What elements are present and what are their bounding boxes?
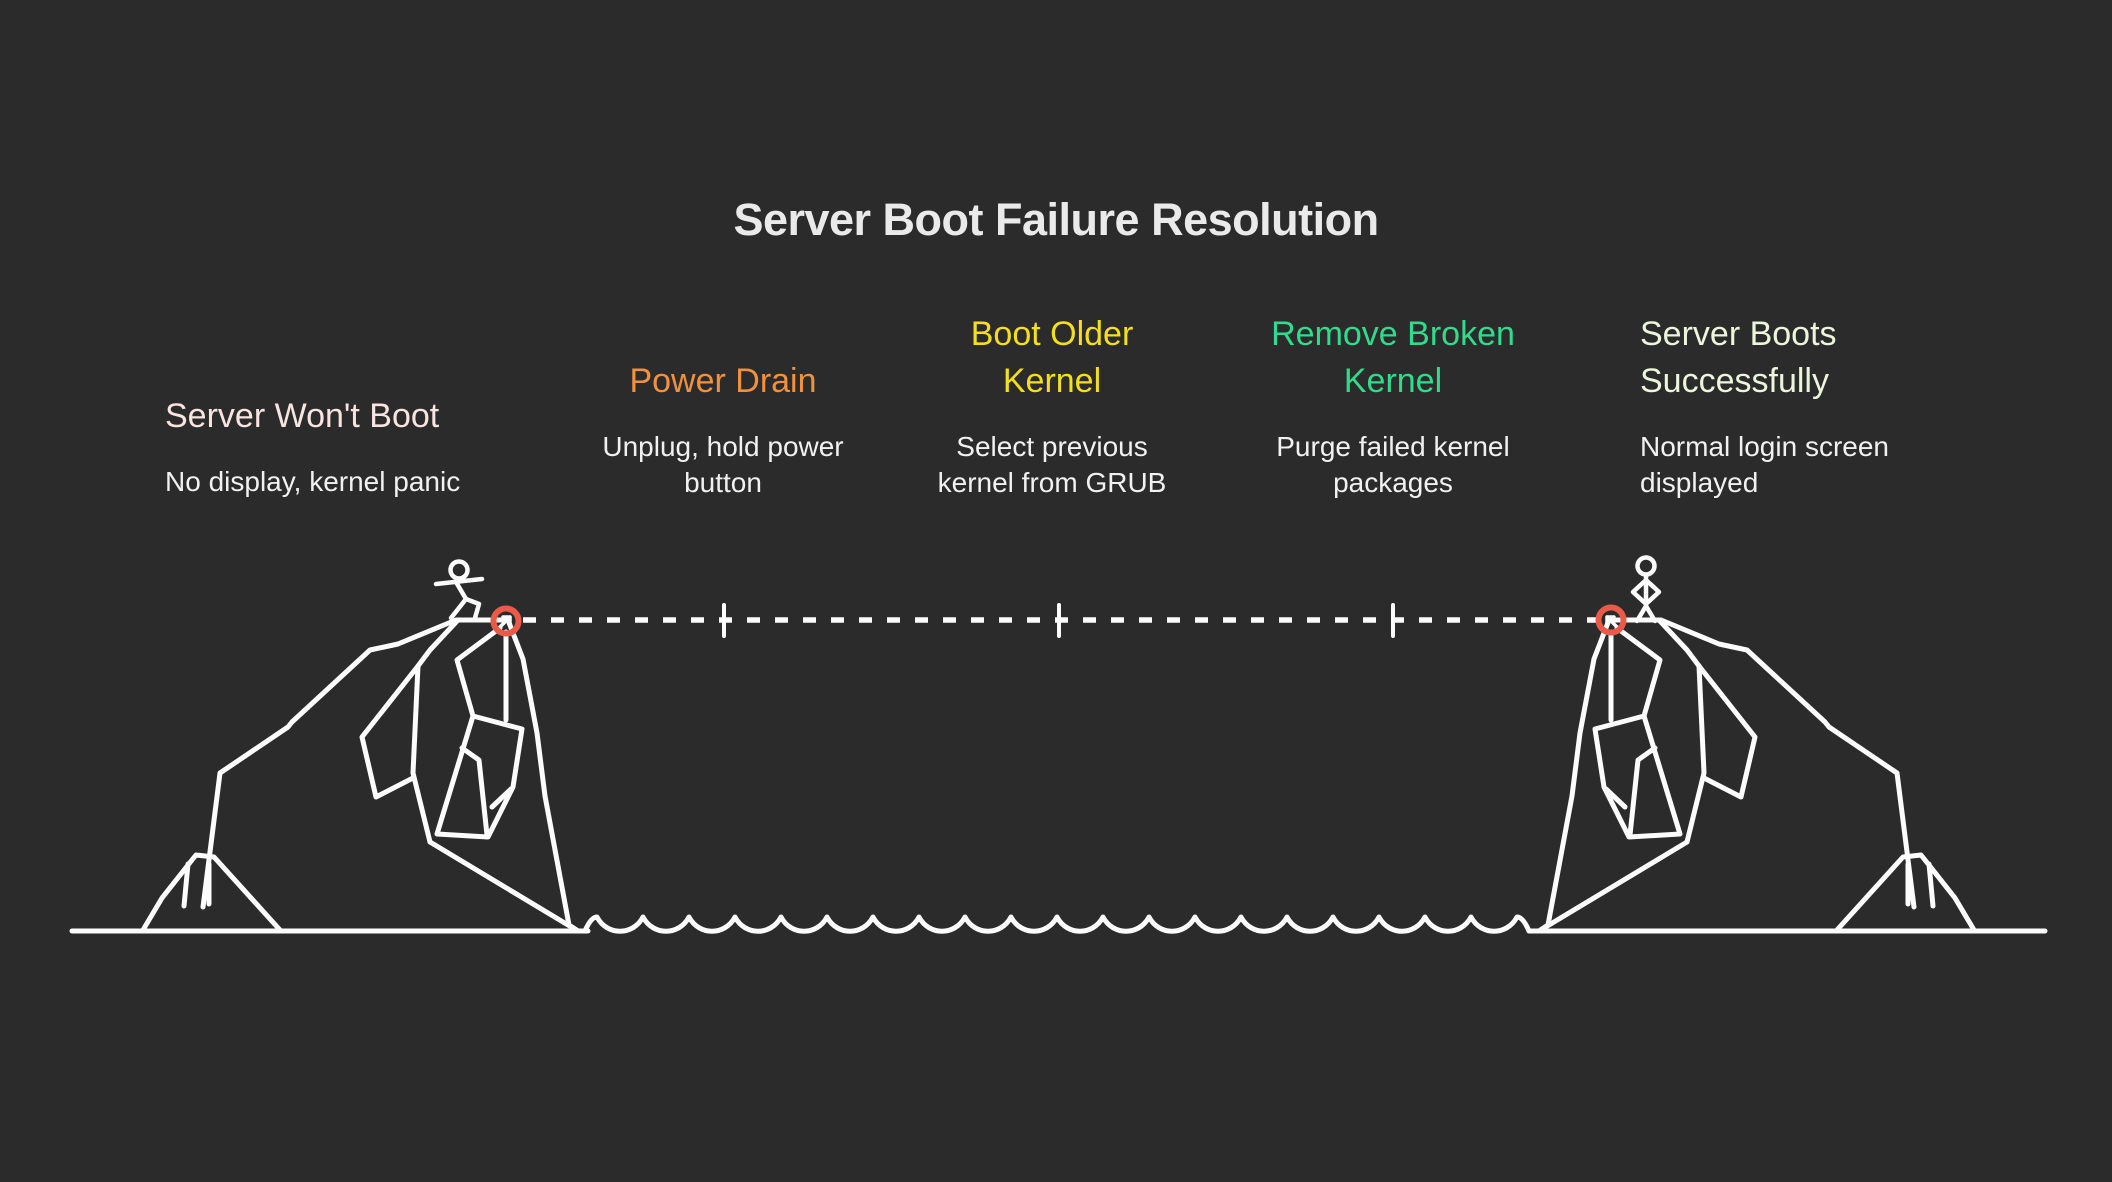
rope-group <box>523 603 1597 638</box>
stage-remove-broken-kernel: Remove Broken Kernel Purge failed kernel… <box>1233 311 1553 501</box>
stage-subtitle-line: No display, kernel panic <box>165 466 461 497</box>
stage-subtitle-line: packages <box>1333 467 1453 498</box>
stage-subtitle-line: Select previous <box>956 431 1148 462</box>
stage-title-line: Server Won't Boot <box>165 397 440 435</box>
page-title: Server Boot Failure Resolution <box>733 194 1379 245</box>
stage-title: Server Boots Successfully <box>1640 311 1980 405</box>
water-waves <box>582 914 1532 934</box>
stage-title-line: Kernel <box>1343 362 1443 400</box>
stage-title-line: Kernel <box>1002 362 1102 400</box>
figure-head <box>1635 555 1657 577</box>
line-art <box>69 555 2048 934</box>
figure-head <box>448 559 470 581</box>
anchor-rings <box>490 604 1627 637</box>
stage-subtitle-line: button <box>684 467 762 498</box>
figure-torso <box>453 579 469 602</box>
stage-subtitle-line: displayed <box>1640 467 1759 498</box>
stage-subtitle: Unplug, hold power button <box>563 429 883 501</box>
right-cliff <box>1539 620 1974 931</box>
stage-title: Remove Broken Kernel <box>1233 311 1553 405</box>
stick-figure-left <box>433 559 485 621</box>
stage-boot-older-kernel: Boot Older Kernel Select previous kernel… <box>892 311 1212 501</box>
stage-subtitle-line: Unplug, hold power <box>602 431 844 462</box>
stage-subtitle-line: kernel from GRUB <box>937 467 1167 498</box>
stage-title: Power Drain <box>563 358 883 405</box>
anchor-arrow-left <box>497 615 512 630</box>
stage-server-boots-successfully: Server Boots Successfully Normal login s… <box>1640 311 1980 501</box>
stage-subtitle: Select previous kernel from GRUB <box>892 429 1212 501</box>
stage-power-drain: Power Drain Unplug, hold power button <box>563 358 883 501</box>
stage-title-line: Remove Broken <box>1271 315 1515 353</box>
anchor-arrow-right <box>1605 615 1620 630</box>
stage-title: Server Won't Boot <box>165 393 460 440</box>
stage-subtitle: No display, kernel panic <box>165 464 460 500</box>
figure-arms <box>433 576 485 587</box>
figure-arms <box>1630 577 1662 606</box>
stage-subtitle: Normal login screen displayed <box>1640 429 1980 501</box>
stage-title-line: Power Drain <box>629 362 817 400</box>
stage-title-line: Successfully <box>1640 362 1829 400</box>
stage-title: Boot Older Kernel <box>892 311 1212 405</box>
stage-title-line: Server Boots <box>1640 315 1837 353</box>
stage-server-wont-boot: Server Won't Boot No display, kernel pan… <box>165 393 460 500</box>
stage-subtitle-line: Normal login screen <box>1640 431 1889 462</box>
stage-subtitle-line: Purge failed kernel <box>1276 431 1510 462</box>
figure-back-leg <box>448 596 469 621</box>
figure-legs <box>1634 603 1658 624</box>
stage-title-line: Boot Older <box>970 315 1134 353</box>
anchor-ring-left <box>490 605 522 637</box>
anchor-ring-right <box>1595 604 1627 636</box>
figure-front-leg <box>463 596 482 621</box>
left-cliff <box>143 620 578 931</box>
stick-figure-right <box>1630 555 1662 624</box>
stage-subtitle: Purge failed kernel packages <box>1233 429 1553 501</box>
